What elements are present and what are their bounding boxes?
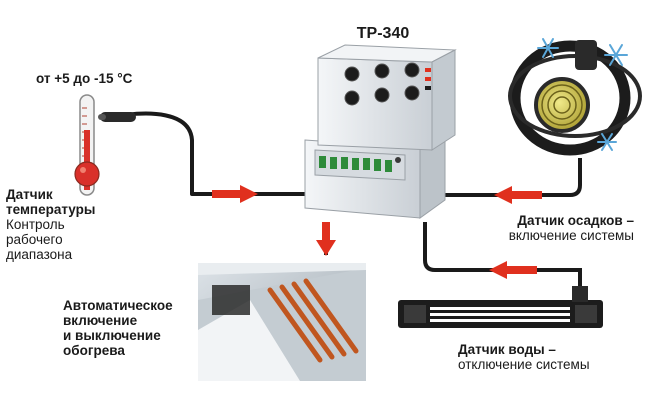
temperature-sensor-desc-line1: Контроль: [6, 217, 65, 232]
heated-roof-photo: [198, 263, 366, 381]
indicator-leds: [425, 68, 431, 90]
temperature-range: от +5 до -15 °C: [36, 71, 133, 86]
precipitation-sensor-title: Датчик осадков –: [517, 213, 634, 228]
labels: ТР-340 от +5 до -15 °C Датчик температур…: [6, 25, 634, 372]
heating-line1: Автоматическое: [63, 298, 173, 313]
thermometer-icon: [74, 94, 100, 196]
device-title: ТР-340: [357, 25, 410, 42]
water-sensor-cable: [423, 222, 582, 290]
arrow-from-water-sensor: [489, 261, 537, 279]
heating-line2: включение: [63, 313, 138, 328]
heating-line4: обогрева: [63, 343, 125, 358]
water-sensor-desc: отключение системы: [458, 357, 590, 372]
precipitation-sensor: [508, 40, 642, 156]
arrow-to-heating: [316, 222, 336, 256]
water-sensor: [398, 286, 603, 328]
snowflake-icon: [537, 38, 628, 151]
arrow-from-temperature-sensor: [212, 185, 258, 203]
temperature-sensor-title-line2: температуры: [6, 202, 95, 217]
temperature-sensor-desc-line3: диапазона: [6, 247, 73, 262]
temperature-sensor-title-line1: Датчик: [6, 187, 53, 202]
heating-line3: и выключение: [63, 328, 161, 343]
signal-arrows: [212, 185, 542, 279]
heating-cable-runs: [267, 278, 359, 363]
controller-device: [304, 44, 457, 219]
precipitation-sensor-cable: [425, 158, 582, 197]
temperature-sensor-desc-line2: рабочего: [6, 232, 63, 247]
water-sensor-title: Датчик воды –: [458, 342, 556, 357]
temperature-probe: [98, 112, 136, 122]
control-knobs: [344, 62, 420, 106]
arrow-from-precipitation-sensor: [494, 186, 542, 204]
terminal-block: [319, 156, 392, 172]
precipitation-sensor-desc: включение системы: [509, 228, 634, 243]
